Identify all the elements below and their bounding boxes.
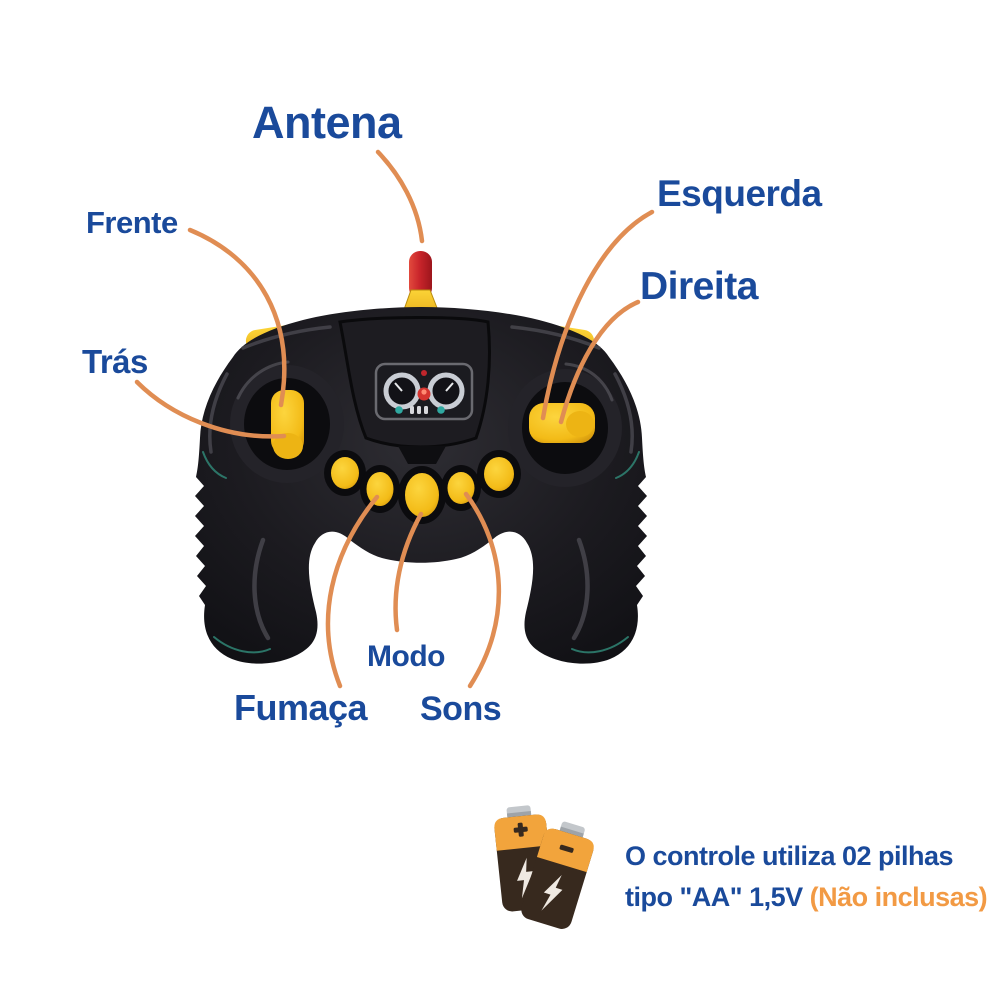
- right-gauge-needle: [445, 382, 454, 392]
- label-esquerda: Esquerda: [657, 173, 822, 214]
- label-modo: Modo: [367, 640, 445, 673]
- sons-connector-line: [463, 491, 502, 689]
- indicator-lights: [395, 406, 445, 414]
- battery-note-line2-prefix: tipo "AA" 1,5V: [625, 882, 810, 912]
- aux-right-button: [484, 457, 514, 491]
- modo-connector-line: [393, 511, 424, 633]
- connector-lines: [134, 149, 655, 689]
- label-frente: Frente: [86, 205, 178, 240]
- left-gauge-needle: [394, 382, 403, 392]
- battery-note-line1: O controle utiliza 02 pilhas: [625, 841, 954, 871]
- battery-note-line2-highlight: (Não inclusas): [809, 882, 988, 912]
- antena-connector-line: [375, 149, 425, 244]
- esquerda-connector-line: [540, 209, 655, 421]
- right-stick-knob: [566, 411, 594, 437]
- battery-note-line2: tipo "AA" 1,5V (Não inclusas): [625, 877, 988, 918]
- smoke-button: [366, 472, 394, 506]
- power-led-glow: [421, 389, 427, 395]
- tras-connector-line: [134, 379, 287, 439]
- battery-note: O controle utiliza 02 pilhas tipo "AA" 1…: [625, 836, 988, 918]
- battery-minus: [521, 821, 594, 929]
- label-sons: Sons: [420, 690, 502, 728]
- label-direita: Direita: [640, 265, 758, 308]
- fumaca-connector-line: [325, 494, 380, 689]
- front-buttons: [324, 450, 521, 524]
- left-stick: [230, 360, 344, 483]
- antenna-tip: [409, 251, 432, 299]
- teal-accent-lines: [202, 451, 640, 654]
- battery-icon: [494, 805, 594, 929]
- left-stick-knob: [273, 433, 303, 459]
- panel-lower-trim: [398, 446, 446, 464]
- label-antena: Antena: [252, 97, 402, 148]
- direita-connector-line: [558, 299, 641, 425]
- label-fumaca: Fumaça: [234, 687, 368, 728]
- label-tras: Trás: [82, 343, 148, 380]
- right-stick-bezel-highlight: [564, 362, 614, 402]
- small-red-led: [421, 370, 427, 376]
- mode-button: [405, 473, 439, 517]
- aux-left-button: [331, 457, 359, 489]
- dashboard-display: [338, 316, 491, 464]
- frente-connector-line: [187, 227, 287, 408]
